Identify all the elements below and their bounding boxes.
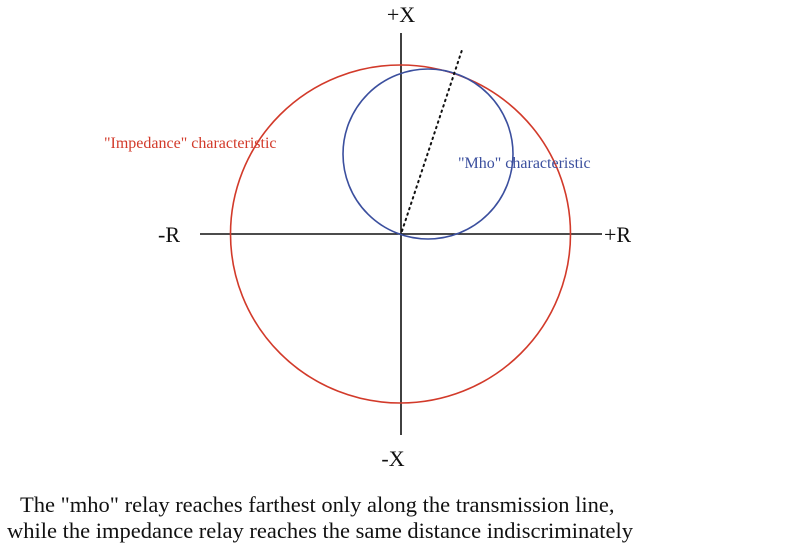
plus-x-label: +X [387,2,415,27]
impedance-characteristic-circle [229,64,572,404]
mho-characteristic-label: "Mho" characteristic [458,155,591,172]
minus-r-label: -R [158,222,180,247]
caption-line-1: The "mho" relay reaches farthest only al… [20,492,615,517]
plus-r-label: +R [604,222,631,247]
caption-line-2: while the impedance relay reaches the sa… [7,518,633,543]
impedance-characteristic-label: "Impedance" characteristic [104,135,277,152]
line-impedance-angle [401,49,463,232]
mho-characteristic-circle [342,68,514,240]
caption: The "mho" relay reaches farthest only al… [0,492,800,544]
minus-x-label: -X [381,446,404,471]
